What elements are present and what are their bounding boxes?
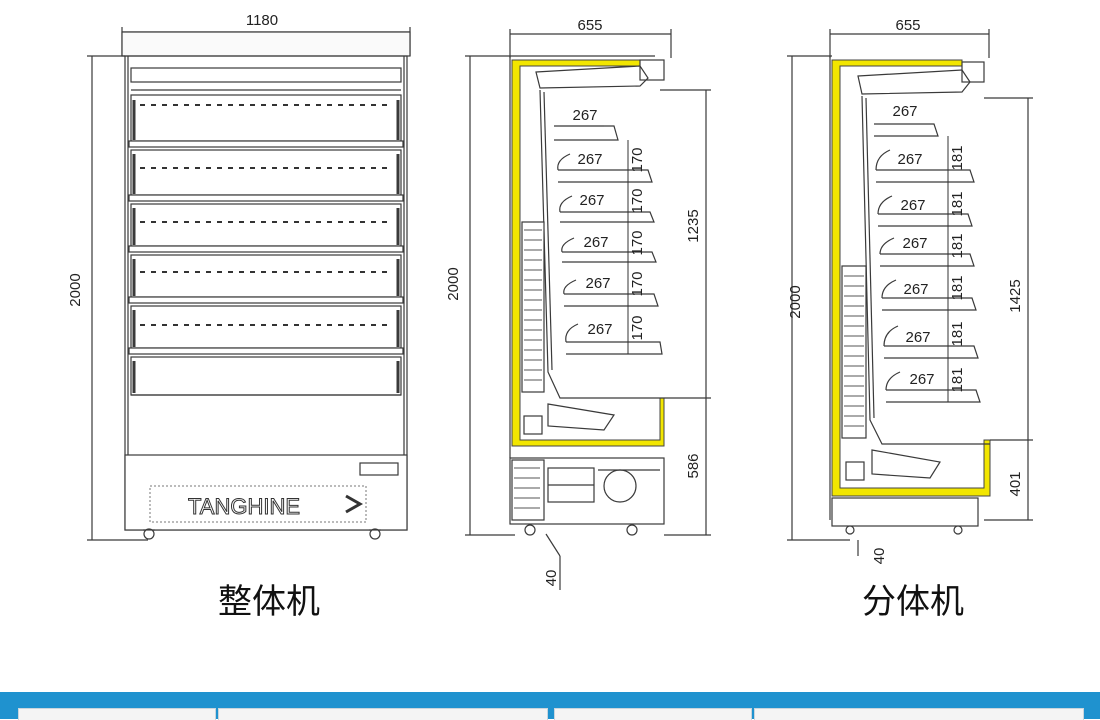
side-shelf-depth-4: 267 <box>583 234 608 251</box>
side-depth-label: 655 <box>577 17 602 34</box>
side-base-height-label: 586 <box>685 453 702 478</box>
split-shelves <box>874 123 981 403</box>
side-height-label: 2000 <box>445 267 462 300</box>
bottom-color-band <box>0 692 1100 720</box>
cabinet-dimension-drawing: 1180 2000 655 2000 267 267 267 267 267 2… <box>67 12 1033 590</box>
split-spacing-6: 181 <box>949 367 966 392</box>
side-foot-label: 40 <box>543 570 560 587</box>
side-display-height-label: 1235 <box>685 209 702 242</box>
band-tab-1 <box>18 708 216 720</box>
split-view <box>787 29 1033 556</box>
split-height-label: 2000 <box>787 285 804 318</box>
arrow-icon <box>345 494 364 514</box>
side-shelf-depth-1: 267 <box>572 107 597 124</box>
front-height-label: 2000 <box>67 273 84 306</box>
side-spacing-5: 170 <box>629 315 646 340</box>
split-shelf-depth-4: 267 <box>902 235 927 252</box>
side-grille-hatch <box>514 229 542 509</box>
front-brand-logo: TANGHINE <box>149 485 367 523</box>
split-display-height-label: 1425 <box>1007 279 1024 312</box>
split-spacing-3: 181 <box>949 233 966 258</box>
split-shelf-depth-3: 267 <box>900 197 925 214</box>
caption-integral-unit: 整体机 <box>218 582 320 622</box>
side-spacing-4: 170 <box>629 271 646 296</box>
side-spacing-3: 170 <box>629 230 646 255</box>
split-shelf-depth-1: 267 <box>892 103 917 120</box>
side-shelf-depth-3: 267 <box>579 192 604 209</box>
split-base-height-label: 401 <box>1007 471 1024 496</box>
band-tab-4 <box>754 708 1084 720</box>
side-shelves <box>554 125 663 355</box>
band-tab-2 <box>218 708 548 720</box>
front-shelves <box>128 94 404 396</box>
front-side-rails <box>132 100 400 393</box>
front-width-label: 1180 <box>246 12 278 29</box>
side-shelf-depth-5: 267 <box>585 275 610 292</box>
split-foot-label: 40 <box>871 548 888 565</box>
side-spacing-1: 170 <box>629 147 646 172</box>
split-spacing-1: 181 <box>949 145 966 170</box>
side-spacing-2: 170 <box>629 188 646 213</box>
split-grille-hatch <box>844 275 864 427</box>
split-spacing-5: 181 <box>949 321 966 346</box>
brand-text: TANGHINE <box>188 494 300 519</box>
side-spacing-dims <box>560 125 629 354</box>
caption-split-unit: 分体机 <box>862 582 964 622</box>
split-shelf-depth-6: 267 <box>905 329 930 346</box>
side-shelf-depth-2: 267 <box>577 151 602 168</box>
side-shelf-depth-6: 267 <box>587 321 612 338</box>
split-shelf-depth-2: 267 <box>897 151 922 168</box>
split-spacing-2: 181 <box>949 191 966 216</box>
split-shelf-depth-5: 267 <box>903 281 928 298</box>
split-depth-label: 655 <box>895 17 920 34</box>
split-spacing-4: 181 <box>949 275 966 300</box>
band-tab-3 <box>554 708 752 720</box>
front-price-strips <box>140 104 392 326</box>
split-shelf-depth-7: 267 <box>909 371 934 388</box>
